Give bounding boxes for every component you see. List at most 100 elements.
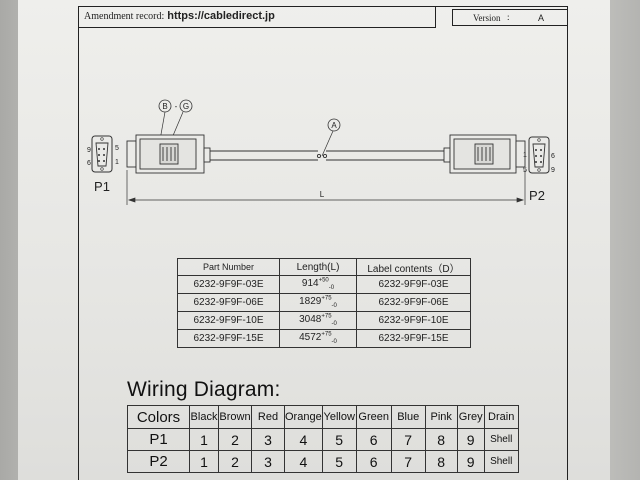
p2-label: P2 [529, 188, 545, 203]
amendment-record: Amendment record:https://cabledirect.jp [78, 6, 436, 28]
amendment-url[interactable]: https://cabledirect.jp [167, 10, 275, 22]
header-length: Length(L) [279, 258, 357, 276]
header-brown: Brown [218, 405, 252, 429]
pin-cell: 4 [284, 450, 323, 473]
p1-pin-bottom-left: 6 [87, 160, 91, 167]
wiring-table: Colors Black Brown Red Orange Yellow Gre… [127, 405, 519, 473]
tolerance-minus: -0 [328, 285, 335, 291]
label-contents: 6232-9F9F-15E [356, 329, 471, 348]
p2-pin-top-right: 6 [551, 153, 555, 160]
wiring-header-row: Colors Black Brown Red Orange Yellow Gre… [127, 405, 519, 429]
length-cell: 4572+75-0 [279, 329, 357, 348]
pin-cell: 7 [390, 450, 426, 473]
pin-cell: 5 [321, 428, 357, 451]
tolerance-plus: +50 [318, 277, 329, 284]
callout-a-circle [327, 118, 341, 132]
pin-cell: 2 [218, 428, 252, 451]
header-part-number: Part Number [177, 258, 280, 276]
pin-cell: 2 [218, 450, 252, 473]
pin-cell: 3 [251, 450, 285, 473]
callout-g: G [183, 102, 189, 111]
p1-connector-side [126, 134, 211, 174]
header-yellow: Yellow [321, 405, 357, 429]
pin-cell: 1 [189, 450, 219, 473]
wiring-row-p1: P1 1 2 3 4 5 6 7 8 9 Shell [127, 428, 519, 451]
header-drain: Drain [483, 405, 519, 429]
pin-cell: 3 [251, 428, 285, 451]
callout-a: A [331, 121, 337, 130]
header-pink: Pink [424, 405, 458, 429]
table-row: 6232-9F9F-03E 914+50-0 6232-9F9F-03E [177, 275, 471, 294]
version-box: Version : A [452, 9, 568, 26]
amendment-label: Amendment record: [84, 11, 165, 22]
length-dimension [126, 170, 526, 205]
wiring-row-p2: P2 1 2 3 4 5 6 7 8 9 Shell [127, 450, 519, 473]
tolerance-minus: -0 [331, 303, 337, 309]
length-value: 914 [301, 278, 319, 289]
tolerance-minus: -0 [331, 321, 337, 327]
pin-cell: 6 [355, 450, 392, 473]
p2-pin-bottom-right: 9 [551, 167, 555, 174]
table-row: 6232-9F9F-15E 4572+75-0 6232-9F9F-15E [177, 329, 471, 348]
p1-pin-top-right: 5 [115, 145, 119, 152]
drain-cell: Shell [483, 450, 519, 473]
header-orange: Orange [284, 405, 323, 429]
callout-dash: - [175, 102, 178, 111]
header-grey: Grey [456, 405, 485, 429]
row-label-p2: P2 [127, 450, 190, 473]
p1-pin-top-left: 9 [87, 147, 91, 154]
header-red: Red [251, 405, 285, 429]
p2-connector-face [528, 136, 550, 174]
tolerance-plus: +75 [321, 295, 332, 302]
callout-g-leader [171, 111, 184, 139]
pin-cell: 8 [424, 428, 458, 451]
pin-cell: 8 [424, 450, 458, 473]
drain-cell: Shell [483, 428, 519, 451]
p1-pin-bottom-right: 1 [115, 159, 119, 166]
length-label: L [320, 190, 325, 199]
document-sheet [18, 0, 610, 480]
header-blue: Blue [390, 405, 426, 429]
length-cell: 1829+75-0 [279, 293, 357, 312]
wiring-diagram-title: Wiring Diagram: [127, 378, 281, 401]
header-colors: Colors [127, 405, 190, 429]
row-label-p1: P1 [127, 428, 190, 451]
part-number: 6232-9F9F-06E [177, 293, 280, 312]
part-number: 6232-9F9F-10E [177, 311, 280, 330]
label-contents: 6232-9F9F-06E [356, 293, 471, 312]
label-contents: 6232-9F9F-10E [356, 311, 471, 330]
callout-g-circle [179, 99, 193, 113]
length-value: 4572 [299, 332, 322, 343]
tolerance-plus: +75 [321, 331, 332, 338]
version-value: A [538, 13, 545, 23]
header-label-contents: Label contents（D） [356, 258, 471, 276]
pin-cell: 6 [355, 428, 392, 451]
p2-connector-side [443, 134, 526, 174]
callout-b: B [162, 102, 167, 111]
pin-cell: 7 [390, 428, 426, 451]
tolerance-minus: -0 [331, 339, 337, 345]
cable-line [210, 150, 444, 161]
table-row: 6232-9F9F-10E 3048+75-0 6232-9F9F-10E [177, 311, 471, 330]
pin-cell: 1 [189, 428, 219, 451]
length-value: 3048 [299, 314, 322, 325]
drawing-frame [78, 6, 568, 480]
length-cell: 3048+75-0 [279, 311, 357, 330]
version-separator: : [507, 12, 510, 22]
p1-label: P1 [94, 179, 110, 194]
pin-cell: 4 [284, 428, 323, 451]
part-number: 6232-9F9F-03E [177, 275, 280, 294]
pin-cell: 9 [456, 450, 485, 473]
header-black: Black [189, 405, 219, 429]
pin-cell: 5 [321, 450, 357, 473]
tolerance-plus: +75 [321, 313, 332, 320]
p2-pin-top-left: 1 [523, 152, 527, 159]
length-value: 1829 [299, 296, 322, 307]
parts-table: Part Number Length(L) Label contents（D） … [177, 258, 471, 348]
pin-cell: 9 [456, 428, 485, 451]
table-row: 6232-9F9F-06E 1829+75-0 6232-9F9F-06E [177, 293, 471, 312]
callout-a-leader [321, 130, 334, 157]
parts-header-row: Part Number Length(L) Label contents（D） [177, 258, 471, 276]
